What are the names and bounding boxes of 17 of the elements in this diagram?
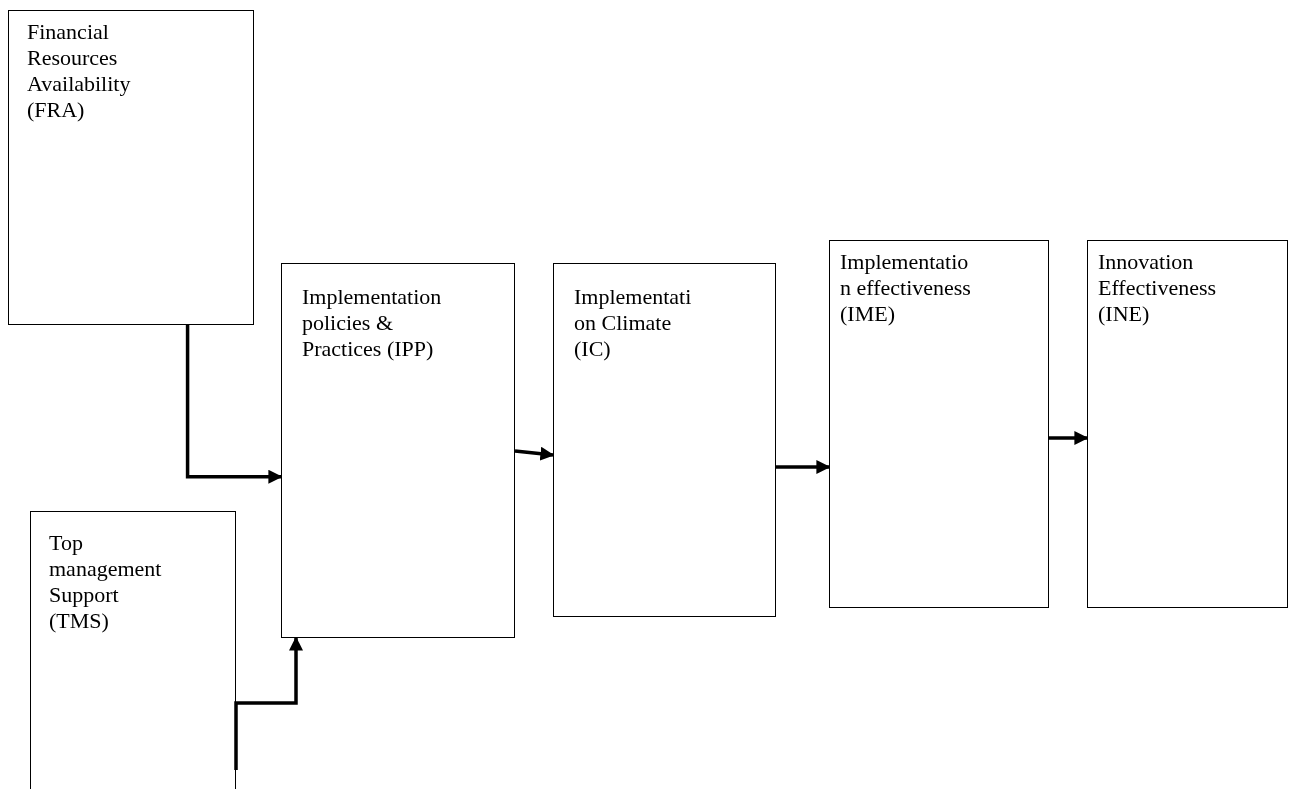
box-label: Implementation effectiveness (IME) [840, 249, 972, 327]
process-box [281, 263, 515, 638]
arrow [1049, 431, 1089, 445]
arrow [514, 446, 555, 461]
box-label: Implementation Climate (IC) [574, 284, 693, 362]
process-box [829, 240, 1049, 608]
box-label: Innovation Effectiveness (INE) [1098, 249, 1218, 327]
arrow [185, 325, 283, 484]
process-box [553, 263, 776, 617]
box-label: Implementation policies & Practices (IPP) [302, 284, 443, 362]
arrow [234, 636, 303, 770]
box-label: Financial Resources Availability (FRA) [27, 19, 132, 123]
process-box [1087, 240, 1288, 608]
process-box [30, 511, 236, 789]
box-label: Top management Support (TMS) [49, 530, 163, 634]
arrow [776, 460, 831, 474]
process-box [8, 10, 254, 325]
